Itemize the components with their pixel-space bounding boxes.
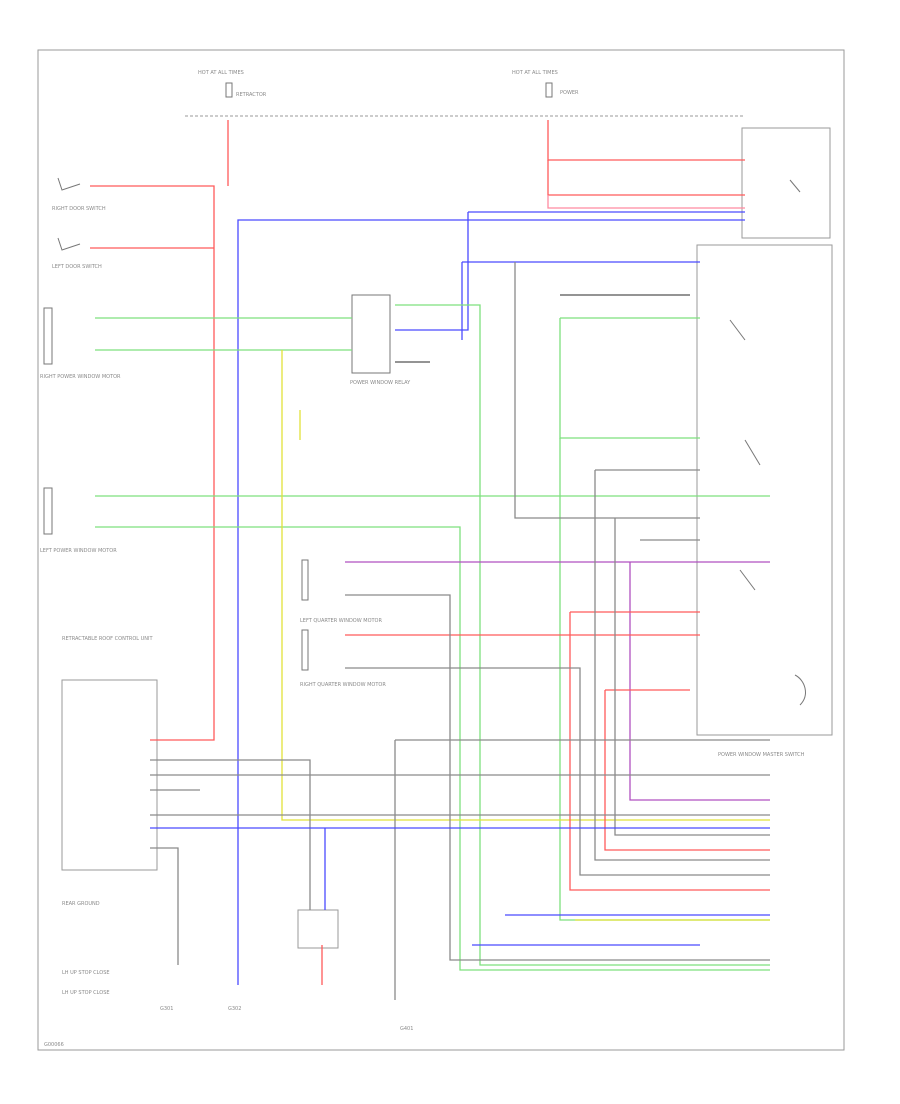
right-quarter-motor-icon [301,629,309,671]
fuse-right-sub: POWER [560,90,579,96]
switch-knob-icon [794,674,806,706]
wire-gray-29 [345,594,770,961]
ground-c-label: G401 [400,1026,413,1032]
ground-b-label: G302 [228,1006,241,1012]
wires [90,120,770,1000]
power-window-switch-box [696,244,833,736]
wire-gray-41 [614,518,770,836]
wire-gray-30 [345,667,770,876]
fuse-left-sub: RETRACTOR [236,92,267,98]
wire-red-26 [569,612,770,891]
switch-contact-3-icon [739,569,756,591]
fuse-left-symbol [225,82,233,98]
wire-red-4 [547,160,745,196]
relay-label: POWER WINDOW RELAY [350,380,411,386]
lock-switch-1-label: LH UP STOP CLOSE [62,970,110,976]
fuse-right-symbol [545,82,553,98]
wire-green-15 [95,526,770,971]
diagram-frame [37,49,845,1051]
master-switch-label: POWER WINDOW MASTER SWITCH [718,752,805,758]
wire-gray-33 [150,759,311,910]
left-quarter-label: LEFT QUARTER WINDOW MOTOR [300,618,382,624]
right-door-switch-icon [57,177,81,191]
switch-contact-2-icon [744,439,761,466]
wire-gray-40 [594,470,770,861]
left-window-motor-icon [43,487,53,535]
wire-green-18 [559,438,770,921]
wire-green-17 [559,318,700,439]
rear-ground-label: REAR GROUND [62,901,100,907]
relay-contact-icon [789,179,801,193]
right-quarter-label: RIGHT QUARTER WINDOW MOTOR [300,682,386,688]
wire-gray-38 [514,262,700,519]
wire-purple-23 [629,562,770,801]
lock-switch-2-label: LH UP STOP CLOSE [62,990,110,996]
control-unit-label: RETRACTABLE ROOF CONTROL UNIT [62,636,154,642]
motor-box-bottom [297,909,339,949]
ground-a-label: G301 [160,1006,173,1012]
right-window-motor-icon [43,307,53,365]
right-window-motor-label: RIGHT POWER WINDOW MOTOR [40,374,121,380]
left-quarter-motor-icon [301,559,309,601]
wire-yellow-19 [281,350,770,821]
wire-red-0 [90,185,215,741]
left-door-switch-label: LEFT DOOR SWITCH [52,264,102,270]
relay-icon [351,294,391,374]
switch-contact-1-icon [729,319,746,341]
wire-gray-37 [150,847,179,965]
right-door-switch-label: RIGHT DOOR SWITCH [52,206,106,212]
left-window-motor-label: LEFT POWER WINDOW MOTOR [40,548,117,554]
wire-blue-6 [237,219,745,985]
footer-code: G00066 [44,1042,64,1048]
wire-blue-8 [395,212,469,331]
left-door-switch-icon [57,237,81,251]
relay-box-top-right [741,127,831,239]
wire-pink-5 [547,195,745,209]
wire-red-3 [547,120,745,161]
wire-red-28 [604,690,770,851]
fuse-right-label: HOT AT ALL TIMES [512,70,558,76]
fuse-left-label: HOT AT ALL TIMES [198,70,244,76]
control-unit-left-box [61,679,158,871]
